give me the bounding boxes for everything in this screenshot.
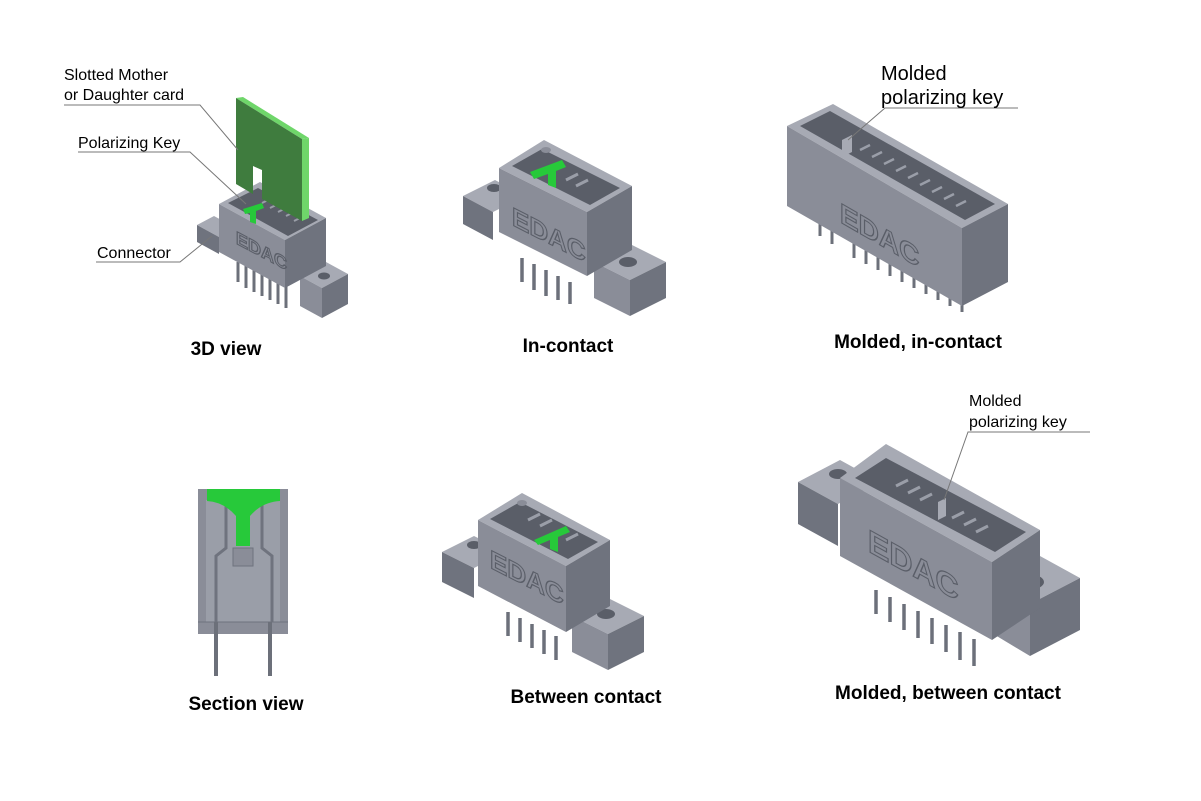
contact-pins	[874, 590, 976, 666]
callout-card-line2: or Daughter card	[64, 87, 184, 104]
caption-in-contact: In-contact	[523, 336, 614, 357]
panel-between-contact: EDAC Between contact	[442, 493, 662, 708]
caption-molded-in-contact: Molded, in-contact	[834, 332, 1003, 353]
contact-pins	[236, 262, 288, 308]
contact-pins	[506, 612, 558, 660]
contact-pins	[520, 258, 572, 304]
polarizing-key-section	[207, 489, 280, 546]
panel-3d-view: EDAC Slotted Mother or Daughter card Pol…	[64, 67, 348, 360]
caption-between-contact: Between contact	[511, 687, 663, 708]
callout-molded-line1: Molded	[969, 393, 1021, 410]
slotted-card	[236, 97, 309, 221]
panel-in-contact: EDAC In-contact	[463, 140, 666, 357]
connector-3d: EDAC	[197, 97, 348, 318]
polarizing-key	[534, 526, 570, 552]
callout-molded-line1: Molded	[881, 63, 947, 85]
connector-between-contact: EDAC	[442, 493, 644, 670]
section-drawing	[198, 489, 288, 676]
callout-connector: Connector	[97, 245, 171, 262]
caption-section-view: Section view	[188, 694, 303, 715]
leader-molded-key	[943, 431, 1090, 501]
section-pins	[214, 622, 272, 676]
caption-3d-view: 3D view	[191, 339, 262, 360]
callout-polarizing-key: Polarizing Key	[78, 135, 180, 152]
callout-molded-line2: polarizing key	[969, 414, 1067, 431]
panel-section-view: Section view	[188, 489, 304, 715]
callout-card-line1: Slotted Mother	[64, 67, 169, 84]
connector-in-contact: EDAC	[463, 140, 666, 316]
polarizing-key	[243, 203, 264, 224]
connector-molded-in-contact: EDAC	[787, 104, 1008, 312]
leader-lines	[64, 104, 247, 263]
connector-molded-between-contact: EDAC	[798, 444, 1080, 666]
panel-molded-between-contact: EDAC Molded polarizing key Molded, betwe…	[798, 393, 1090, 704]
polarizing-key	[530, 160, 566, 188]
panel-molded-in-contact: EDAC Molded polarizing key Molded, in-co…	[787, 63, 1018, 353]
leader-molded-key	[847, 107, 1018, 141]
callout-molded-line2: polarizing key	[881, 87, 1003, 109]
caption-molded-between-contact: Molded, between contact	[835, 683, 1062, 704]
